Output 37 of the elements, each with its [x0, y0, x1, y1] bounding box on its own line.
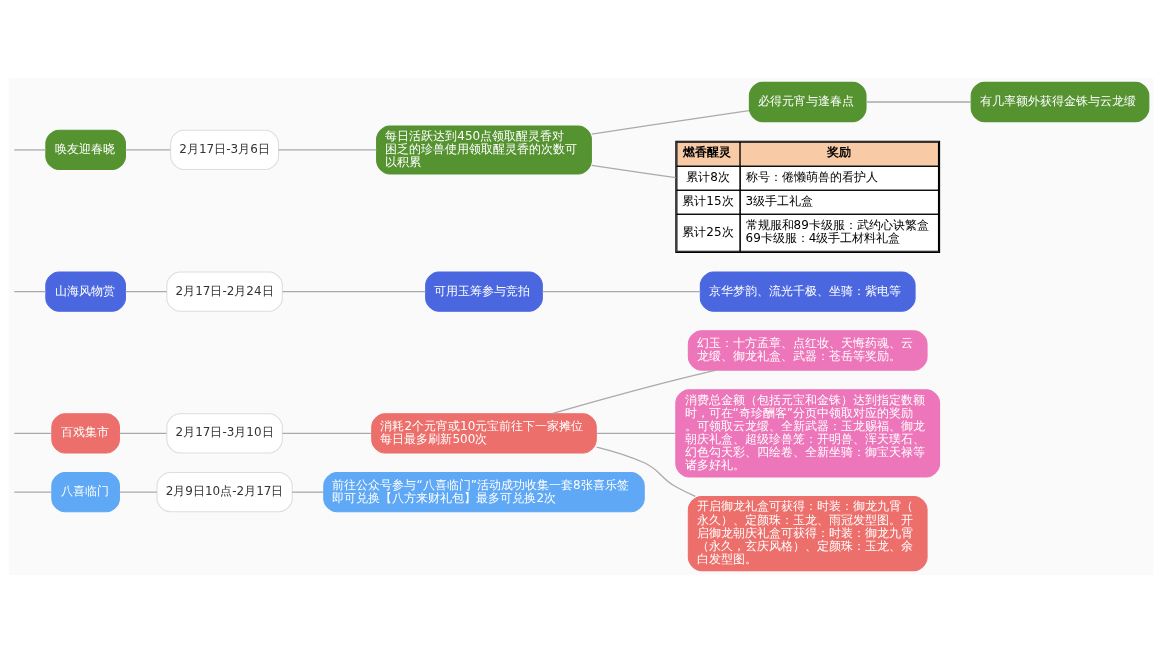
- connector: [291, 491, 324, 493]
- connector: [13, 149, 47, 151]
- node-box: 2月17日-3月6日: [170, 129, 280, 171]
- node-box: 幻玉：十方孟章、点红妆、天悔药魂、云龙缎、御龙礼盒、武器：苍岳等奖励。: [687, 330, 928, 371]
- node-box: 百戏集市: [51, 413, 120, 454]
- node-box: 京华梦韵、流光千极、坐骑：紫电等: [699, 271, 916, 312]
- node-box: 每日活跃达到450点领取醒灵香对困乏的珍兽使用领取醒灵香的次数可以积累: [376, 125, 592, 175]
- node-box: 可用玉筹参与竞拍: [425, 271, 543, 312]
- connector: [124, 149, 171, 151]
- node-box: 前往公众号参与“八喜临门”活动成功收集一套8张喜乐签即可兑换【八方来财礼包】最多可兑换2次: [323, 472, 645, 513]
- node-box: 八喜临门: [51, 472, 120, 513]
- connector: [118, 432, 168, 434]
- node-box: 有几率额外获得金铢与云龙缎: [970, 81, 1150, 123]
- connector: [541, 290, 701, 293]
- connector: [591, 164, 677, 179]
- connector: [591, 109, 750, 135]
- node-box: 必得元宵与逢春点: [748, 81, 867, 123]
- connector: [13, 491, 53, 493]
- connector: [124, 290, 168, 293]
- node-box: 唤友迎春晓: [45, 129, 126, 171]
- node-box: 2月17日-3月10日: [166, 413, 283, 454]
- node-box: 2月9日10点-2月17日: [156, 472, 293, 513]
- node-box: 山海风物赏: [45, 271, 126, 312]
- connector: [281, 432, 373, 434]
- connector: [596, 432, 677, 434]
- node-box: 2月17日-2月24日: [166, 271, 283, 312]
- node-box: 消费总金额（包括元宝和金铢）达到指定数额时，可在“奇珍酬客”分页中领取对应的奖励。可领取云龙缎、全新武器：玉龙赐福、御龙朝庆礼盒、超级珍兽笼：开明兽、浑天璞石、幻色勾天彩、四绘卷、全新坐骑：御宝天禄等诸多好礼。: [675, 389, 941, 478]
- connector: [118, 491, 158, 493]
- connector: [278, 149, 378, 151]
- connector: [281, 290, 427, 293]
- connector: [13, 290, 47, 293]
- connector: [551, 369, 718, 415]
- node-box: 消耗2个元宵或10元宝前往下一家摊位每日最多刷新500次: [371, 413, 597, 454]
- connector: [13, 432, 53, 434]
- connector: [596, 446, 696, 498]
- connector: [865, 101, 972, 103]
- node-box: 开启御龙礼盒可获得：时装：御龙九霄（永久）、定颜珠：玉龙、雨冠发型图。开启御龙朝庆礼盒可获得：时装：御龙九霄（永久，玄庆风格）、定颜珠：玉龙、余白发型图。: [687, 496, 928, 572]
